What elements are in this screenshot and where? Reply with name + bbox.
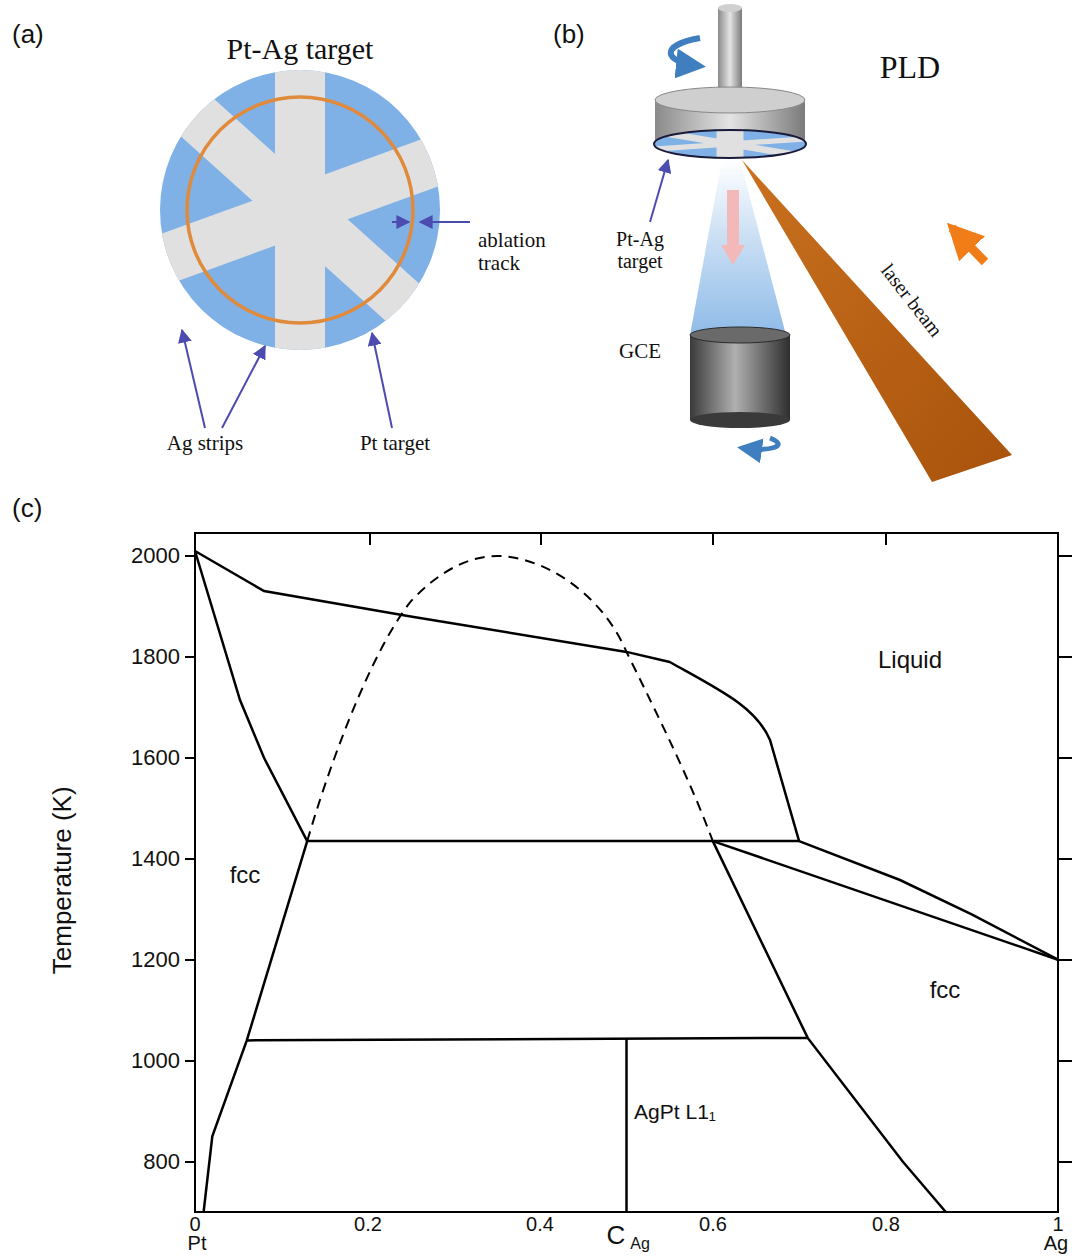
tick-label: 1400 bbox=[131, 847, 180, 871]
tick-label: 0 bbox=[189, 1213, 200, 1235]
axis-subscript: Ag bbox=[630, 1235, 650, 1253]
part-label: ablation track bbox=[478, 229, 558, 275]
tick-label: 0.4 bbox=[526, 1213, 554, 1235]
phase-label: fcc bbox=[230, 862, 261, 888]
axis-title: Temperature (K) bbox=[48, 786, 77, 974]
part-label: GCE bbox=[619, 340, 661, 363]
tick-label: 0.6 bbox=[699, 1213, 727, 1235]
tick-label: 2000 bbox=[131, 544, 180, 568]
part-label: Ag strips bbox=[167, 432, 243, 455]
part-label: Pt target bbox=[360, 432, 430, 455]
leader-lines bbox=[182, 222, 470, 428]
phase-diagram bbox=[185, 533, 1072, 1212]
tick-label: 800 bbox=[143, 1150, 180, 1174]
tick-label: 1 bbox=[1052, 1213, 1063, 1235]
axis-end-label: Pt bbox=[188, 1232, 207, 1254]
phase-label: AgPt L1₁ bbox=[631, 1100, 719, 1123]
phase-label: Liquid bbox=[878, 647, 942, 673]
tick-label: 1600 bbox=[131, 746, 180, 770]
panel-title: Pt-Ag target bbox=[227, 32, 374, 65]
tick-label: 0.2 bbox=[354, 1213, 382, 1235]
panel-title: PLD bbox=[880, 50, 940, 85]
phase-label: fcc bbox=[930, 977, 961, 1003]
pld-setup bbox=[644, 4, 1012, 482]
tick-label: 1000 bbox=[131, 1049, 180, 1073]
axis-end-label: Ag bbox=[1044, 1232, 1068, 1254]
panel-letter: (c) bbox=[12, 494, 42, 523]
axis-title: C bbox=[607, 1221, 626, 1250]
tick-label: 0.8 bbox=[872, 1213, 900, 1235]
panel-letter: (a) bbox=[12, 20, 44, 49]
part-label: Pt-Ag target bbox=[609, 228, 671, 272]
panel-letter: (b) bbox=[553, 20, 585, 49]
tick-label: 1200 bbox=[131, 948, 180, 972]
pt-ag-target-disc bbox=[141, 50, 459, 370]
tick-label: 1800 bbox=[131, 645, 180, 669]
